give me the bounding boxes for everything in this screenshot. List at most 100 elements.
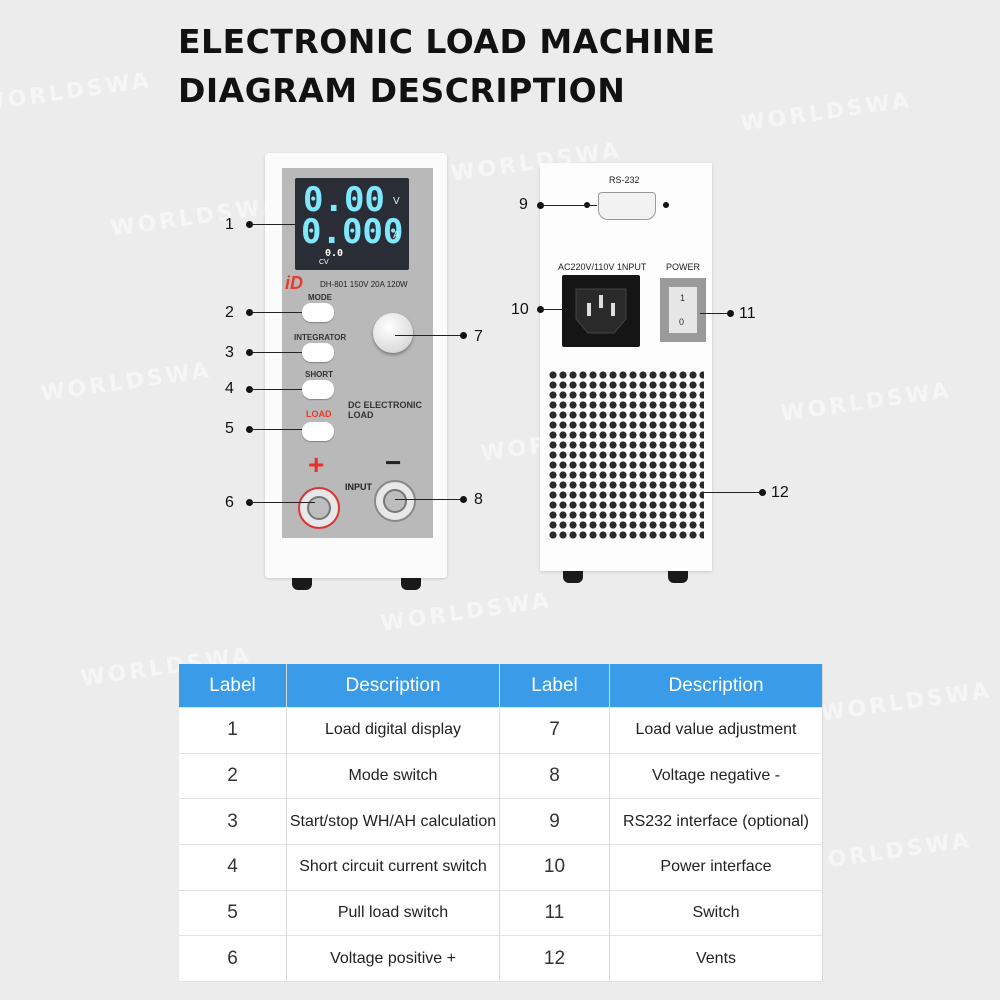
callout-dot [246,386,253,393]
callout-dot [759,489,766,496]
header-label: Label [179,664,287,708]
screw-right [663,202,669,208]
power-switch[interactable]: 1 0 [660,278,706,342]
cv-indicator: CV [319,259,329,266]
callout-9: 9 [519,196,528,213]
negative-terminal[interactable] [374,480,416,522]
watermark: WORLDSWA [799,828,974,877]
table-cell: Voltage negative - [610,753,823,800]
switch-off-label: 0 [679,317,685,327]
table-cell: 2 [179,753,287,800]
table-cell: Voltage positive + [287,936,500,983]
table-cell: 4 [179,845,287,891]
table-cell: RS232 interface (optional) [610,799,823,846]
small-readout: 0.0 [325,248,344,259]
table-cell: Vents [610,936,823,983]
table-row: 1 Load digital display 7 Load value adju… [179,708,823,754]
page-title-line1: ELECTRONIC LOAD MACHINE [178,22,716,61]
callout-dot [246,221,253,228]
watermark: WORLDSWA [0,68,154,117]
table-cell: 8 [500,753,610,800]
callout-line [250,312,302,313]
voltage-readout: 0.00 [303,180,385,220]
table-cell: 6 [179,936,287,983]
integrator-button[interactable] [302,343,334,362]
callout-10: 10 [511,301,529,318]
table-row: 3 Start/stop WH/AH calculation 9 RS232 i… [179,799,823,846]
product-name-label: DC ELECTRONIC LOAD [348,400,422,420]
load-button[interactable] [302,422,334,441]
rs232-port[interactable] [598,192,656,220]
callout-dot [460,496,467,503]
watermark: WORLDSWA [779,378,954,427]
callout-dot [537,306,544,313]
table-cell: Mode switch [287,753,500,800]
integrator-label: INTEGRATOR [294,333,347,342]
table-cell: Pull load switch [287,890,500,937]
table-cell: Load value adjustment [610,708,823,754]
watermark: WORLDSWA [39,358,214,407]
table-row: 4 Short circuit current switch 10 Power … [179,845,823,891]
vent-grille [548,370,704,540]
callout-line [395,499,463,500]
positive-terminal[interactable] [298,487,340,529]
table-cell: 5 [179,890,287,937]
callout-line [250,502,315,503]
callout-8: 8 [474,491,483,508]
mode-button[interactable] [302,303,334,322]
header-description: Description [287,664,500,708]
header-description: Description [610,664,823,708]
ac-input-label: AC220V/110V 1NPUT [558,262,647,272]
power-socket[interactable] [562,275,640,347]
callout-line [250,352,302,353]
header-label: Label [500,664,610,708]
callout-dot [246,426,253,433]
unit-a-label: A [393,230,400,241]
current-readout: 0.000 [301,212,404,252]
unit-v-label: V [393,196,400,207]
table-cell: Start/stop WH/AH calculation [287,799,500,846]
callout-11: 11 [739,305,756,322]
callout-line [541,309,563,310]
watermark: WORLDSWA [739,88,914,137]
table-cell: Power interface [610,845,823,891]
adjustment-knob[interactable] [373,313,413,353]
table-cell: 11 [500,890,610,937]
power-label: POWER [666,262,701,272]
table-cell: Short circuit current switch [287,845,500,891]
callout-dot [246,499,253,506]
table-cell: 10 [500,845,610,891]
description-table: Label Description Label Description 1 Lo… [179,664,823,983]
minus-symbol: − [385,447,402,478]
callout-dot [246,309,253,316]
table-cell: 12 [500,936,610,983]
short-button[interactable] [302,380,334,399]
callout-dot [727,310,734,317]
model-label: DH-801 150V 20A 120W [320,280,408,289]
callout-dot [460,332,467,339]
table-cell: 7 [500,708,610,754]
callout-dot [537,202,544,209]
callout-line [704,492,762,493]
switch-on-label: 1 [680,293,686,303]
callout-dot [246,349,253,356]
short-label: SHORT [305,370,333,379]
callout-line [250,224,295,225]
callout-line [395,335,463,336]
table-row: 5 Pull load switch 11 Switch [179,890,823,937]
callout-line [250,429,302,430]
callout-2: 2 [225,304,234,321]
front-foot-right [401,578,421,590]
table-row: 6 Voltage positive + 12 Vents [179,936,823,983]
lcd-display: 0.00 V 0.000 A 0.0 CV [295,178,409,270]
callout-5: 5 [225,420,234,437]
callout-3: 3 [225,344,234,361]
front-foot-left [292,578,312,590]
callout-7: 7 [474,328,483,345]
watermark: WORLDSWA [819,678,994,727]
callout-6: 6 [225,494,234,511]
back-foot-left [563,571,583,583]
callout-1: 1 [225,216,234,233]
rs232-label: RS-232 [609,175,640,185]
input-label: INPUT [345,482,372,492]
